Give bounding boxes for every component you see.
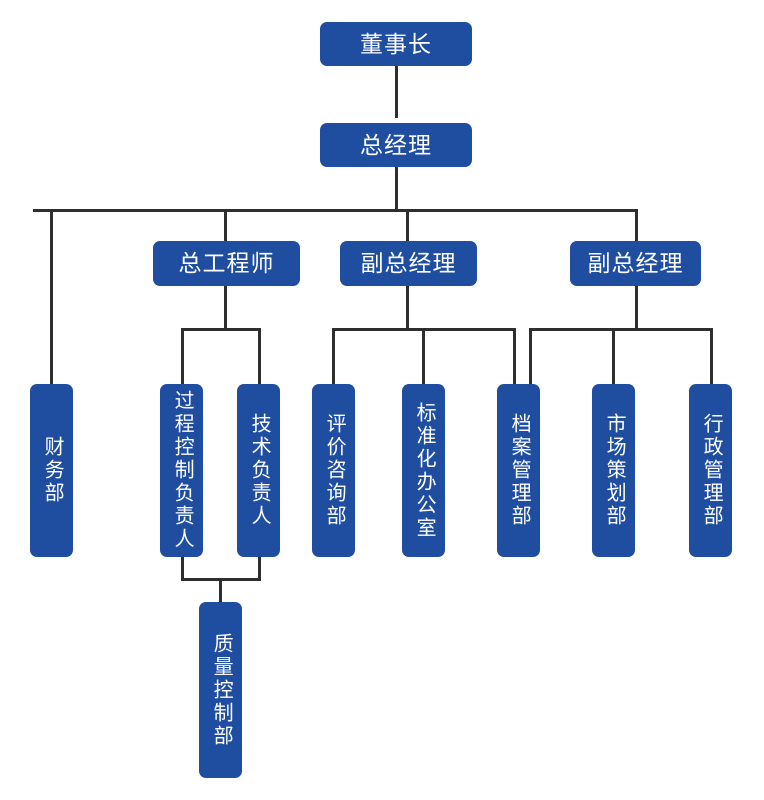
connector-gm-to-chief-engineer (224, 209, 227, 241)
node-technical-lead-label: 技术负责人 (248, 413, 271, 528)
connector-d1-to-evaluation (332, 328, 335, 384)
node-administration-dept-label: 行政管理部 (700, 413, 723, 528)
connector-gm-stub (395, 167, 398, 211)
connector-ce-to-process-control (181, 328, 184, 384)
node-standardization-office[interactable]: 标准化办公室 (402, 384, 445, 557)
connector-gm-to-finance (50, 209, 53, 384)
node-general-manager[interactable]: 总经理 (320, 123, 472, 167)
connector-gm-bus (33, 209, 638, 212)
node-process-control-lead[interactable]: 过程控制负责人 (160, 384, 203, 557)
connector-deputy2-bus (529, 328, 713, 331)
node-general-manager-label: 总经理 (360, 131, 432, 158)
connector-chief-engineer-bus (181, 328, 261, 331)
node-archives-management-dept-label: 档案管理部 (508, 413, 531, 528)
node-process-control-lead-label: 过程控制负责人 (171, 390, 194, 551)
node-quality-control-dept-label: 质量控制部 (210, 632, 233, 748)
connector-technical-lead-down (258, 556, 261, 581)
connector-deputy2-stub (635, 286, 638, 330)
node-technical-lead[interactable]: 技术负责人 (237, 384, 280, 557)
connector-chairman-to-gm (395, 65, 398, 118)
connector-d2-to-administration (710, 328, 713, 384)
node-chairman-label: 董事长 (360, 30, 432, 57)
node-market-planning-dept[interactable]: 市场策划部 (592, 384, 635, 557)
node-chairman[interactable]: 董事长 (320, 22, 472, 66)
connector-chief-engineer-stub (224, 286, 227, 330)
node-administration-dept[interactable]: 行政管理部 (689, 384, 732, 557)
connector-to-quality-control (219, 578, 222, 604)
node-finance-dept[interactable]: 财务部 (30, 384, 73, 557)
node-evaluation-consulting-dept-label: 评价咨询部 (323, 413, 346, 528)
connector-gm-to-deputy2 (635, 209, 638, 241)
connector-d2-to-archives (529, 328, 532, 384)
connector-process-control-down (181, 556, 184, 581)
connector-deputy1-stub (406, 286, 409, 330)
connector-d2-to-market-planning (612, 328, 615, 384)
connector-gm-to-deputy1 (406, 209, 409, 241)
node-deputy-gm-2[interactable]: 副总经理 (570, 241, 701, 286)
connector-ce-to-technical-lead (258, 328, 261, 384)
node-evaluation-consulting-dept[interactable]: 评价咨询部 (312, 384, 355, 557)
node-quality-control-dept[interactable]: 质量控制部 (199, 602, 242, 778)
node-chief-engineer-label: 总工程师 (178, 250, 275, 277)
connector-d1-to-archives (513, 328, 516, 384)
node-market-planning-dept-label: 市场策划部 (603, 413, 626, 528)
node-deputy-gm-1[interactable]: 副总经理 (340, 241, 477, 286)
connector-d1-to-standardization (422, 328, 425, 384)
node-archives-management-dept[interactable]: 档案管理部 (497, 384, 540, 557)
node-deputy-gm-2-label: 副总经理 (587, 250, 684, 277)
node-deputy-gm-1-label: 副总经理 (360, 250, 457, 277)
node-chief-engineer[interactable]: 总工程师 (153, 241, 300, 286)
node-finance-dept-label: 财务部 (41, 436, 64, 505)
node-standardization-office-label: 标准化办公室 (413, 401, 436, 540)
